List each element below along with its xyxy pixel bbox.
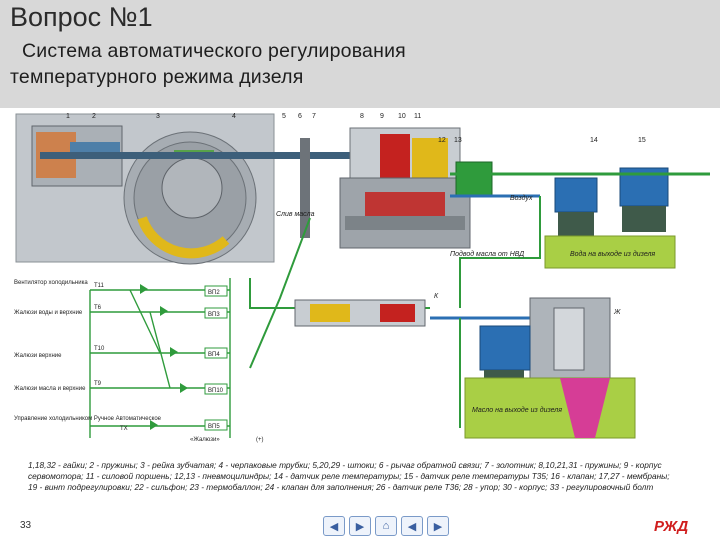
svg-text:ВП2: ВП2 <box>208 290 220 296</box>
svg-text:6: 6 <box>298 113 302 120</box>
svg-text:9: 9 <box>380 113 384 120</box>
svg-text:1: 1 <box>66 113 70 120</box>
svg-text:3: 3 <box>156 113 160 120</box>
svg-text:(+): (+) <box>256 437 264 443</box>
label-podvod-masla: Подвод масла от НВД <box>450 250 524 258</box>
svg-text:ВП10: ВП10 <box>208 388 224 394</box>
first-slide-button[interactable]: ◀ <box>323 516 345 536</box>
circuit-text-labels: Вентилятор холодильника Жалюзи воды и ве… <box>14 280 264 443</box>
svg-text:13: 13 <box>454 137 462 144</box>
svg-text:Т9: Т9 <box>94 381 102 387</box>
feedback-lever <box>300 138 310 238</box>
next-slide-button[interactable]: ▶ <box>349 516 371 536</box>
sensor-26 <box>479 325 531 371</box>
prev-slide-button[interactable]: ◀ <box>401 516 423 536</box>
rzd-logo: РЖД <box>654 518 689 535</box>
svg-text:Жалюзи воды и верхние: Жалюзи воды и верхние <box>14 310 83 316</box>
svg-text:Жалюзи масла и верхние: Жалюзи масла и верхние <box>14 386 86 392</box>
svg-text:ТХ: ТХ <box>120 426 128 432</box>
last-slide-button[interactable]: ▶ <box>427 516 449 536</box>
label-vozduh: Воздух <box>510 194 533 202</box>
svg-text:«Жалюзи»: «Жалюзи» <box>190 437 220 443</box>
callout-numbers: 1 2 3 4 5 6 7 8 9 10 11 12 13 14 15 <box>66 113 646 144</box>
svg-text:Вентилятор холодильника: Вентилятор холодильника <box>14 280 88 286</box>
page-number: 33 <box>20 520 32 531</box>
slide-subtitle: Система автоматического регулирования те… <box>10 38 406 90</box>
slide-title: Вопрос №1 <box>10 2 153 32</box>
label-sliv-masla: Слив масла <box>276 211 315 218</box>
svg-text:ВП4: ВП4 <box>208 352 220 358</box>
svg-text:Жалюзи верхние: Жалюзи верхние <box>14 353 62 359</box>
figure-caption: 1,18,32 - гайки; 2 - пружины; 3 - рейка … <box>28 460 670 492</box>
home-button[interactable]: ⌂ <box>375 516 397 536</box>
slide-header: Вопрос №1 Система автоматического регули… <box>0 0 720 108</box>
main-shaft <box>40 152 450 159</box>
circuit-diodes <box>140 284 188 430</box>
svg-text:8: 8 <box>360 113 364 120</box>
pneumatic-cylinder <box>455 161 493 197</box>
svg-text:14: 14 <box>590 137 598 144</box>
svg-text:Т6: Т6 <box>94 305 102 311</box>
label-voda-vyhod: Вода на выходе из дизеля <box>570 250 655 258</box>
label-maslo-vyhod: Масло на выходе из дизеля <box>472 406 562 414</box>
label-zh: Ж <box>613 309 621 316</box>
water-outlet-pool <box>544 235 676 269</box>
svg-text:4: 4 <box>232 113 236 120</box>
svg-text:ВП3: ВП3 <box>208 312 220 318</box>
svg-text:12: 12 <box>438 137 446 144</box>
temp-sensor-14 <box>554 177 598 213</box>
svg-text:Т11: Т11 <box>94 283 105 289</box>
svg-text:2: 2 <box>92 113 96 120</box>
svg-text:15: 15 <box>638 137 646 144</box>
regulation-system-diagram: Слив масла Подвод масла от НВД Воздух Во… <box>10 108 710 508</box>
circuit-valve-boxes <box>204 285 228 431</box>
slide-navigation: ◀ ▶ ⌂ ◀ ▶ <box>323 516 449 536</box>
svg-text:ВП5: ВП5 <box>208 424 220 430</box>
svg-text:Т10: Т10 <box>94 346 105 352</box>
label-k: К <box>434 293 439 300</box>
svg-text:5: 5 <box>282 113 286 120</box>
svg-text:11: 11 <box>414 113 421 120</box>
svg-text:7: 7 <box>312 113 316 120</box>
subtitle-line-1: Система автоматического регулирования <box>22 40 406 62</box>
subtitle-line-2: температурного режима дизеля <box>10 66 304 88</box>
svg-text:Управление холодильником Ручно: Управление холодильником Ручное Автомати… <box>14 416 162 422</box>
svg-text:10: 10 <box>398 113 406 120</box>
